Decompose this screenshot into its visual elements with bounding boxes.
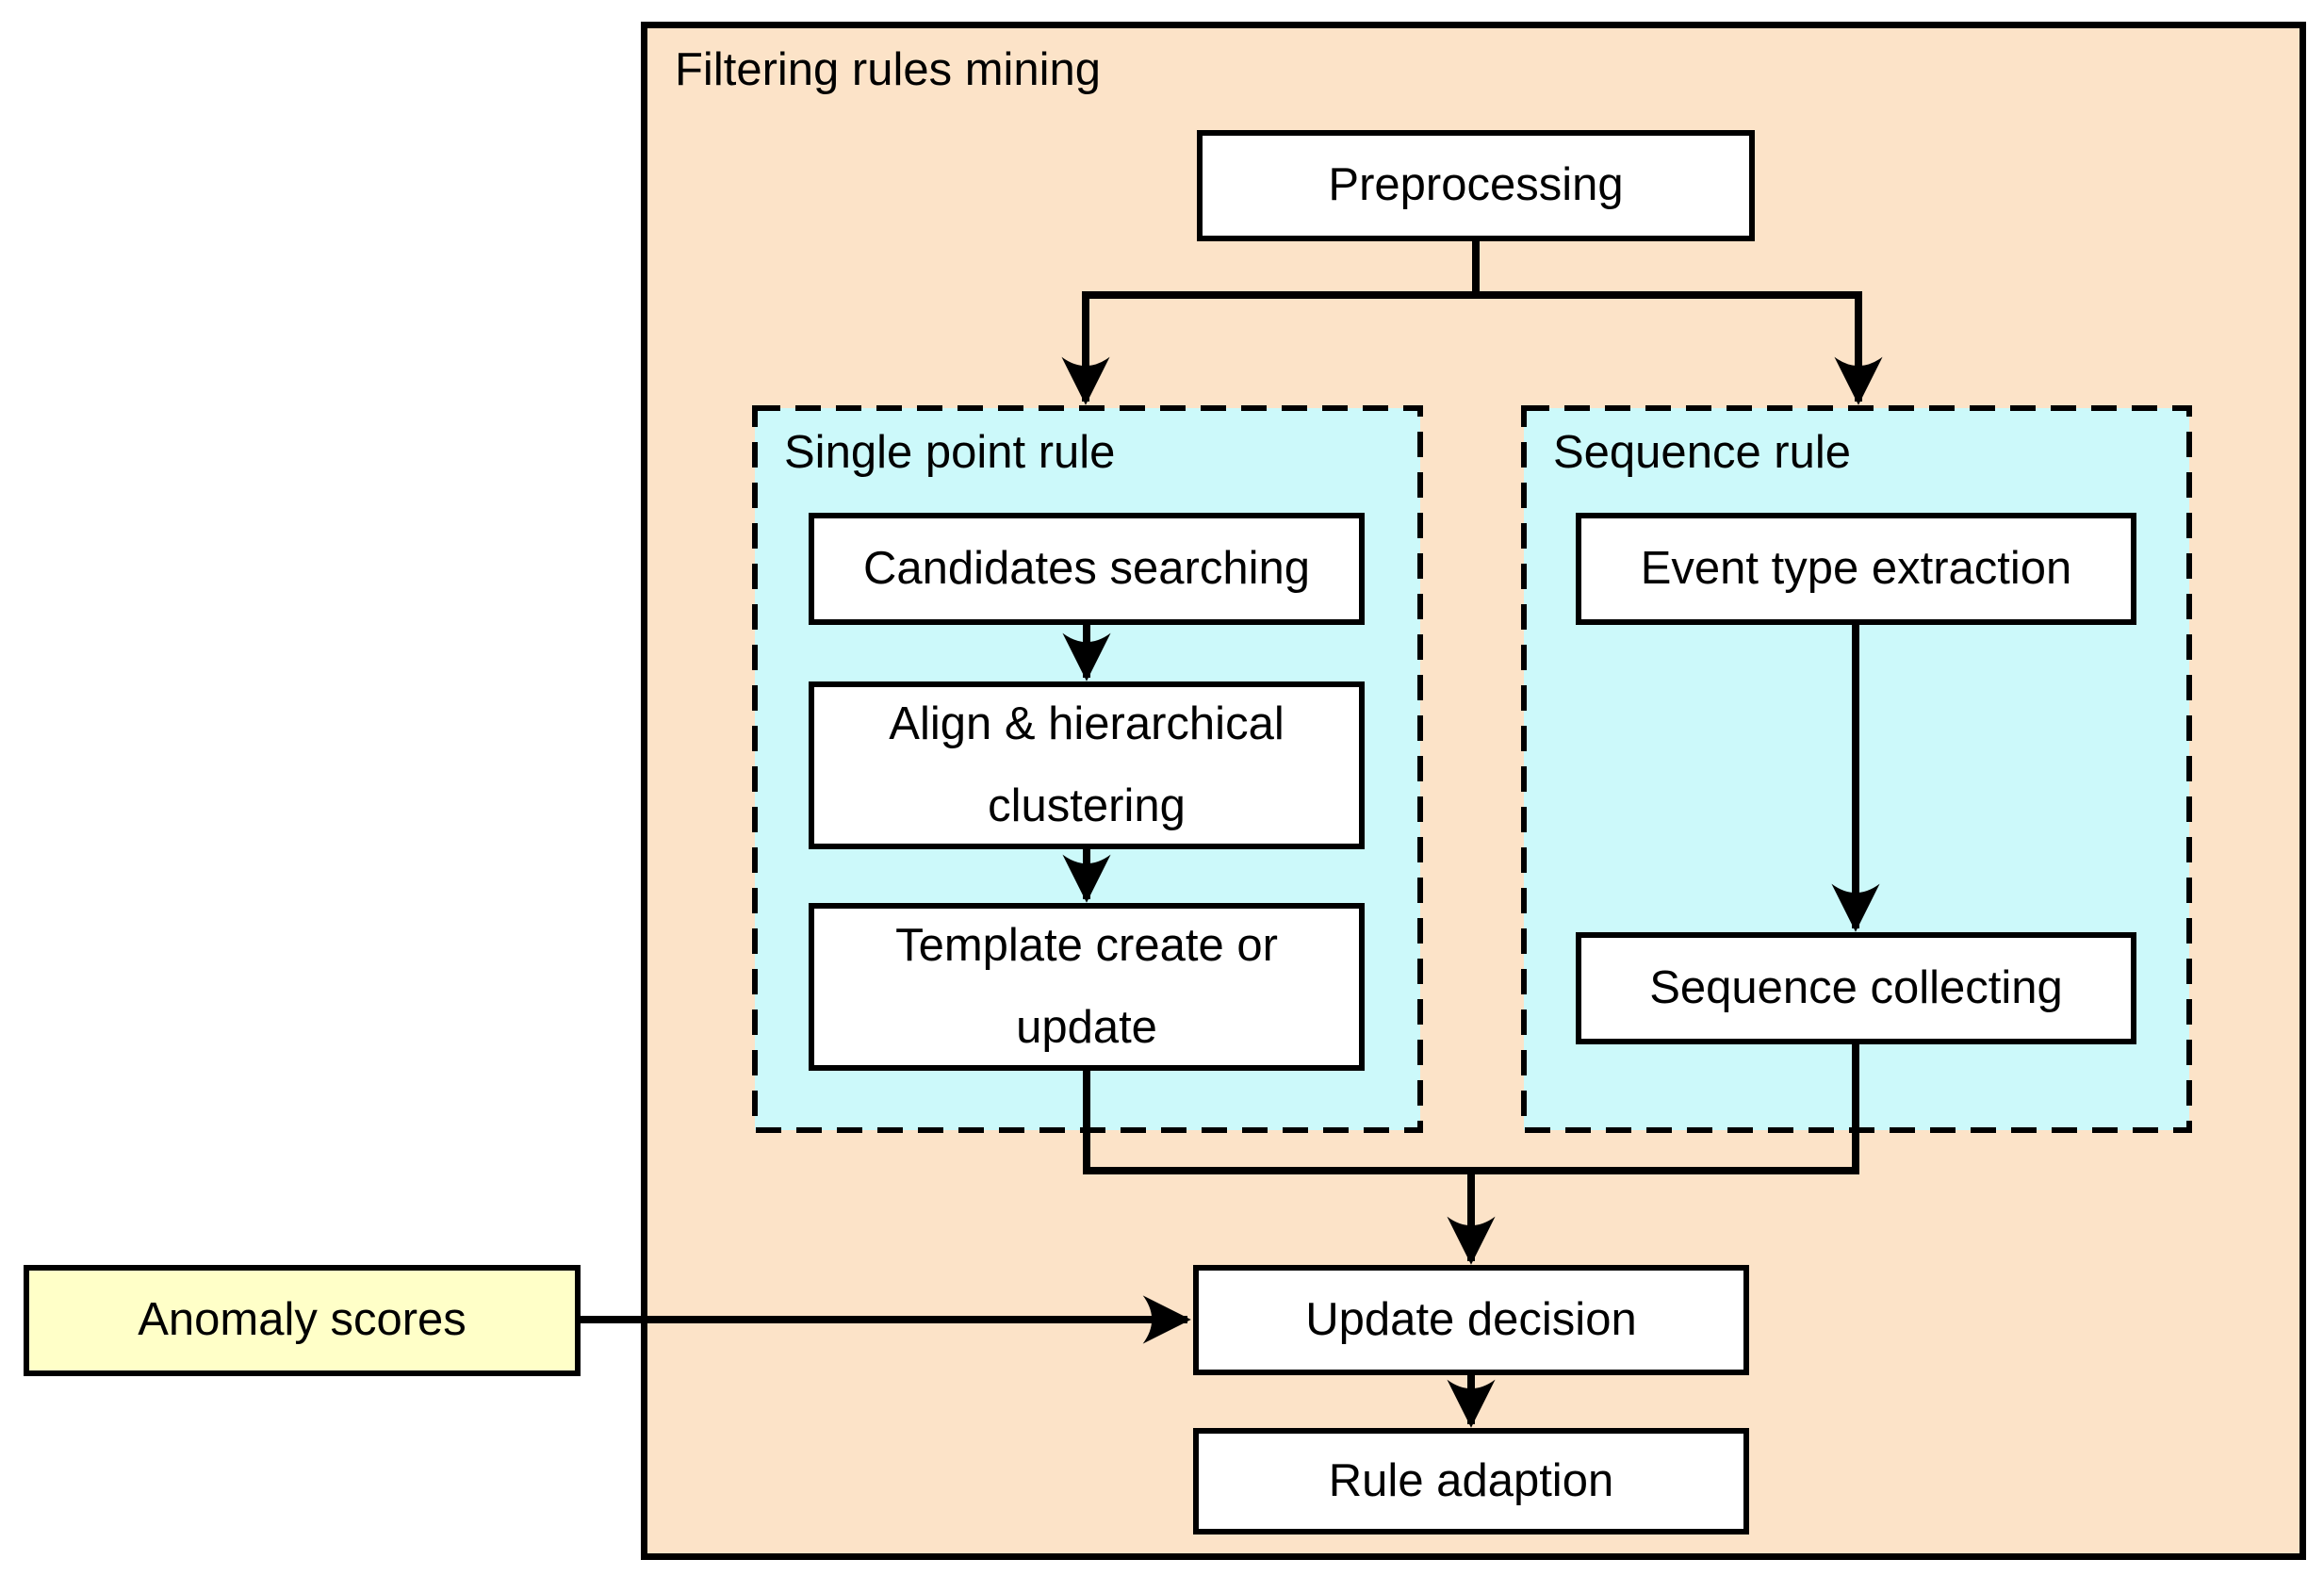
template-create-or-update-node: Template create or update [809, 903, 1365, 1071]
anomaly-scores-node: Anomaly scores [24, 1265, 581, 1376]
single-point-rule-group-label: Single point rule [784, 427, 1116, 478]
sequence-rule-group-label: Sequence rule [1553, 427, 1852, 478]
sequence-collecting-node: Sequence collecting [1576, 932, 2136, 1044]
candidates-searching-node: Candidates searching [809, 513, 1365, 625]
rule-adaption-node: Rule adaption [1193, 1428, 1749, 1535]
align-hierarchical-clustering-node: Align & hierarchical clustering [809, 681, 1365, 849]
preprocessing-node: Preprocessing [1197, 130, 1755, 241]
event-type-extraction-node: Event type extraction [1576, 513, 2136, 625]
update-decision-node: Update decision [1193, 1265, 1749, 1375]
diagram-title: Filtering rules mining [675, 44, 1102, 95]
